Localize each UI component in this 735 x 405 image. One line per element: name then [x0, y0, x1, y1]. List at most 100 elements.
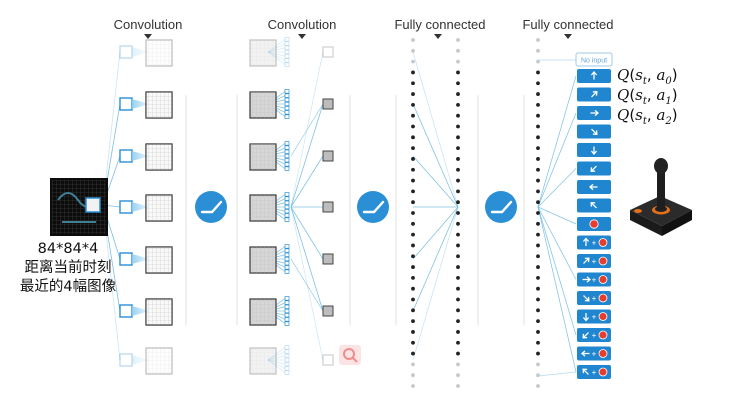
- fan-node: [284, 366, 290, 371]
- connection-line: [537, 206, 577, 336]
- caption-line: 距离当前时刻: [24, 260, 112, 276]
- connection-line: [412, 206, 459, 260]
- fc2-neuron: [536, 189, 540, 194]
- arrow-head: [590, 201, 596, 207]
- q-value-label-0: Q(st, a0): [617, 66, 678, 87]
- fc2-neuron: [536, 384, 540, 388]
- no-input-label: No input: [581, 58, 607, 65]
- connection-line: [412, 103, 459, 208]
- chevron-down-icon[interactable]: [434, 34, 442, 39]
- conv2-output-node: [322, 305, 334, 317]
- arrow-head: [589, 183, 594, 191]
- fan-node: [284, 114, 290, 119]
- chevron-down-icon[interactable]: [564, 34, 572, 39]
- fire-icon: [598, 293, 608, 303]
- fan-node: [284, 204, 290, 210]
- input-caption: 84*84*4 距离当前时刻 最近的4幅图像: [8, 240, 128, 297]
- fan-node: [284, 45, 290, 50]
- arrow-head: [582, 317, 590, 322]
- down-arrow-icon: [590, 146, 598, 155]
- relu-activation-button[interactable]: [357, 191, 389, 223]
- fc-neuron: [411, 319, 415, 324]
- relu-activation-button[interactable]: [195, 191, 227, 223]
- fc-neuron: [456, 221, 460, 226]
- connection-line: [412, 206, 459, 361]
- fc2-neuron: [536, 275, 540, 280]
- fc2-neuron: [536, 178, 540, 183]
- fan-node: [284, 353, 290, 358]
- receptive-field-cone: [132, 306, 150, 316]
- down-right-arrow-icon: [591, 128, 598, 136]
- fc-neuron: [411, 384, 415, 388]
- arrow-head: [584, 257, 590, 263]
- fc-neuron: [411, 70, 415, 75]
- fc2-neuron: [536, 113, 540, 118]
- conv1-feature-map-shade: [146, 40, 172, 66]
- fan-node: [284, 93, 290, 98]
- search-icon[interactable]: [339, 345, 361, 365]
- fc-neuron: [411, 254, 415, 259]
- conv1-feature-map-shade: [146, 144, 172, 170]
- fc-neuron: [456, 243, 460, 248]
- plus-sign: +: [592, 331, 597, 340]
- fc-neuron: [456, 211, 460, 215]
- conv1-feature-map: [145, 246, 173, 274]
- conv2-feature-map-grid: [250, 144, 276, 170]
- chevron-down-icon[interactable]: [298, 34, 306, 39]
- fc2-neuron: [536, 373, 540, 378]
- chevron-down-icon[interactable]: [144, 34, 152, 39]
- conv2-feature-map-grid: [250, 40, 276, 66]
- fc-neuron: [411, 146, 415, 151]
- arrow-head: [581, 350, 586, 357]
- conv2-output-node: [322, 354, 334, 366]
- layer-title-conv1: Convolution: [114, 17, 183, 32]
- arrow-shaft: [591, 128, 597, 135]
- connection-line: [537, 206, 577, 225]
- input-frame-image: [50, 178, 108, 236]
- fire-icon: [598, 312, 608, 321]
- fc-neuron: [456, 38, 460, 42]
- fc2-neuron: [536, 362, 540, 367]
- arrow-shaft: [583, 369, 589, 375]
- conv2-feature-map-grid: [250, 348, 276, 374]
- fc2-neuron: [536, 92, 540, 96]
- fc-neuron: [411, 92, 415, 96]
- fc-neuron: [456, 92, 460, 96]
- up-left-arrow-icon: [590, 201, 597, 209]
- fire-icon: [598, 256, 608, 266]
- fc2-neuron: [536, 232, 540, 237]
- fc-neuron: [411, 265, 415, 269]
- conv1-feature-map-shade: [146, 348, 172, 374]
- fan-node: [284, 269, 290, 274]
- fc-neuron: [411, 373, 415, 378]
- relu-activation-button[interactable]: [485, 191, 517, 223]
- fc-neuron: [456, 232, 460, 237]
- no-input-button[interactable]: [575, 52, 613, 67]
- left-arrow-icon: [589, 183, 598, 191]
- fc2-neuron: [536, 351, 540, 356]
- fc-neuron: [456, 286, 460, 291]
- conv-filter-node: [119, 45, 133, 59]
- nodes: [119, 37, 540, 388]
- fc2-neuron: [536, 135, 540, 140]
- connection-line: [290, 206, 324, 260]
- down-right-arrow-icon: [583, 295, 590, 302]
- plus-sign: +: [592, 368, 597, 377]
- conv1-feature-map: [145, 143, 173, 171]
- fc-neuron: [411, 113, 415, 118]
- fan-node: [284, 317, 290, 322]
- receptive-field-cone: [132, 254, 150, 264]
- conv1-feature-map-shade: [146, 92, 172, 118]
- fc2-neuron: [536, 38, 540, 42]
- arrow-head: [590, 71, 598, 76]
- fan-node: [284, 162, 290, 167]
- fan-node: [284, 252, 290, 257]
- fc-neuron: [456, 59, 460, 64]
- fan-node: [284, 166, 290, 171]
- connection-line: [290, 103, 324, 208]
- fc-neuron: [456, 113, 460, 118]
- fan-node: [284, 349, 290, 354]
- arrow-shaft: [583, 258, 589, 264]
- fc-neuron: [411, 340, 415, 345]
- fan-node: [284, 321, 290, 326]
